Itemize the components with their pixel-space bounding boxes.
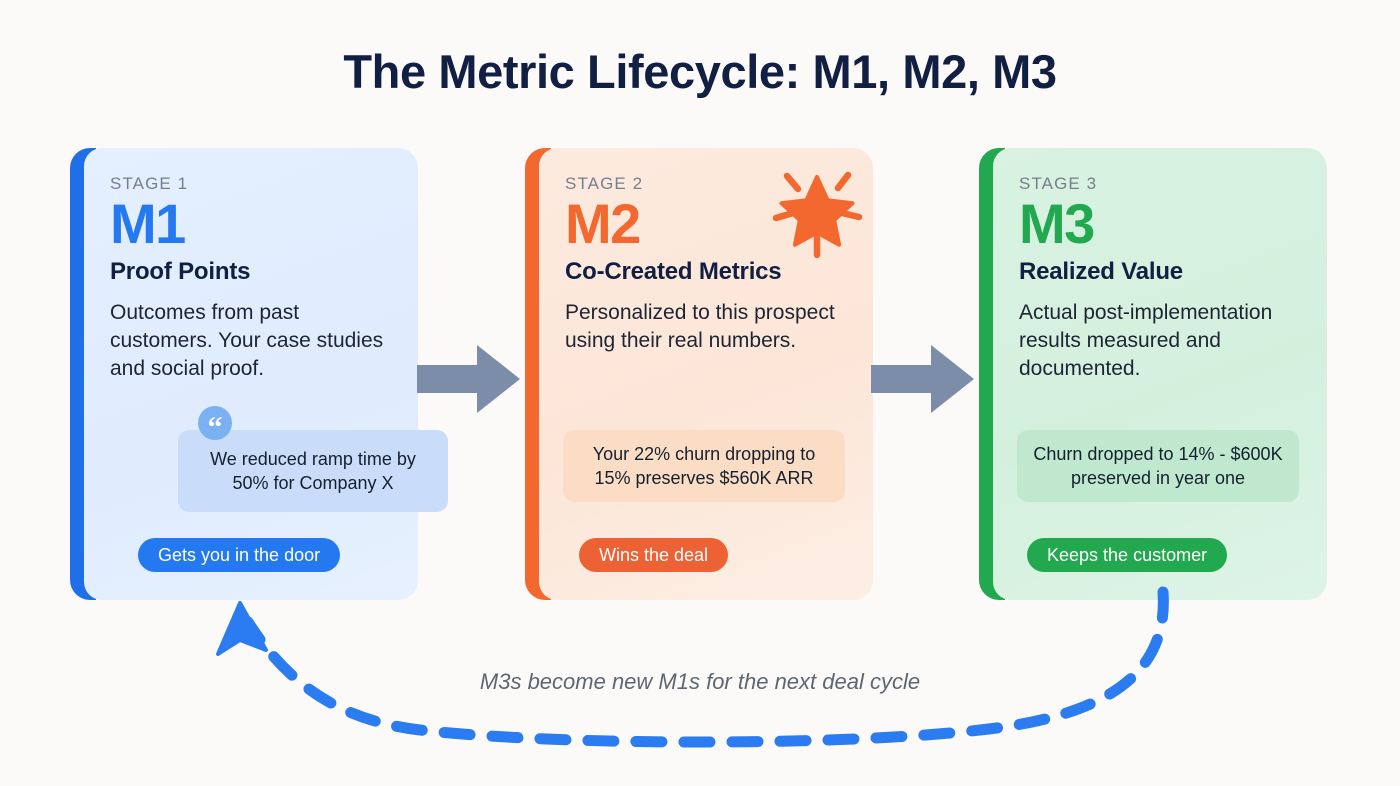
card-heading-m3: Realized Value (1019, 258, 1183, 286)
card-description-m1: Outcomes from past customers. Your case … (110, 301, 384, 380)
stage-cards-row: STAGE 1 M1 Proof Points Outcomes from pa… (0, 148, 1400, 602)
stage-label-2: STAGE 2 (565, 174, 644, 193)
page-title: The Metric Lifecycle: M1, M2, M3 (343, 45, 1057, 98)
metric-code-m3: M3 (1019, 192, 1095, 255)
card-heading-m2: Co-Created Metrics (565, 258, 782, 286)
stage-label-3: STAGE 3 (1019, 174, 1098, 193)
card-callout-m3: Churn dropped to 14% - $600K preserved i… (1017, 430, 1299, 502)
stage-label-1: STAGE 1 (110, 174, 189, 193)
feedback-loop-label: M3s become new M1s for the next deal cyc… (479, 669, 921, 694)
card-description-m2: Personalized to this prospect using thei… (565, 301, 835, 353)
stage-card-m2[interactable]: STAGE 2 M2 Co-Created Metrics Personaliz… (525, 148, 873, 600)
metric-code-m2: M2 (565, 192, 641, 255)
stage-card-m3[interactable]: STAGE 3 M3 Realized Value Actual post-im… (979, 148, 1327, 600)
card-badge-m1[interactable]: Gets you in the door (138, 538, 341, 572)
feedback-loop-arrow (0, 570, 1400, 781)
quote-icon: “ (198, 406, 232, 444)
star-burst-icon (769, 162, 865, 259)
card-body-m3 (993, 148, 1327, 600)
card-badge-m2[interactable]: Wins the deal (579, 538, 729, 572)
card-heading-m1: Proof Points (110, 258, 251, 286)
card-body-m1 (84, 148, 418, 600)
card-callout-m2: Your 22% churn dropping to 15% preserves… (563, 430, 845, 502)
metric-code-m1: M1 (110, 192, 186, 255)
card-description-m3: Actual post-implementation results measu… (1019, 301, 1273, 380)
stage-card-m1[interactable]: STAGE 1 M1 Proof Points Outcomes from pa… (70, 148, 448, 600)
card-callout-m1: We reduced ramp time by 50% for Company … (178, 430, 448, 512)
connector-arrow-m2-to-m3 (871, 343, 975, 415)
connector-arrow-m1-to-m2 (417, 343, 521, 415)
card-badge-m3[interactable]: Keeps the customer (1027, 538, 1228, 572)
